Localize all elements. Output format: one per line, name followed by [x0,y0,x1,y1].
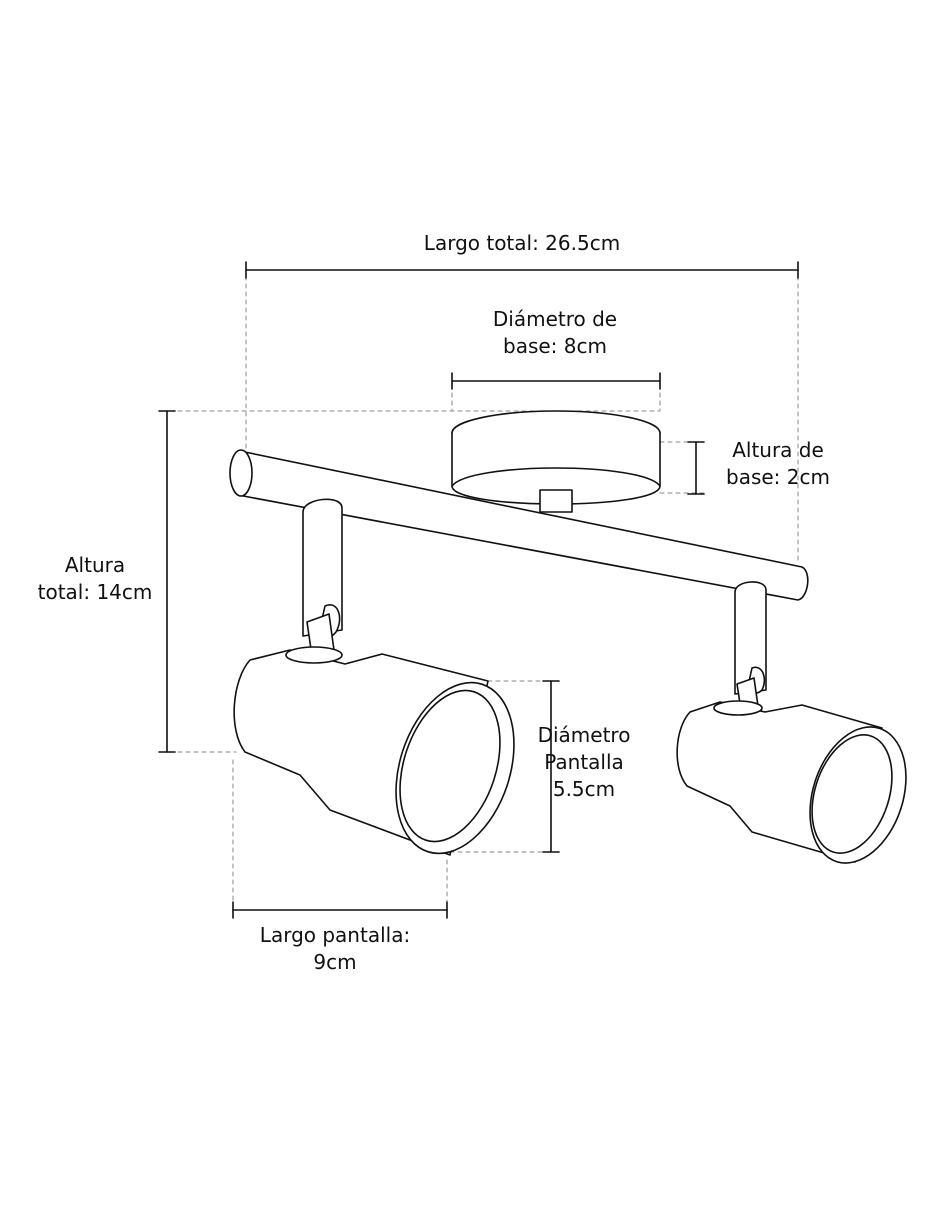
label-altura-total: Altura total: 14cm [10,552,180,606]
label-diametro-base-line-1: Diámetro de [492,307,618,331]
label-diametro-base: Diámetro de base: 8cm [405,306,705,360]
right-spotlight [676,581,907,864]
label-largo-pantalla: Largo pantalla: 9cm [215,922,455,976]
label-largo-pantalla-line-1: Largo pantalla: [259,923,411,947]
label-altura-base: Altura de base: 2cm [698,437,858,491]
label-altura-total-line-1: Altura [64,553,126,577]
ceiling-base [451,410,661,513]
dimension-lines [158,261,799,919]
label-altura-base-line-1: Altura de [732,438,824,462]
left-spotlight [233,498,515,856]
label-largo-total-text: Largo total: 26.5cm [423,231,621,255]
mounting-bar [229,449,809,601]
label-diametro-pantalla-line-2: Pantalla [544,750,624,774]
label-altura-base-line-2: base: 2cm [726,465,830,489]
label-diametro-base-line-2: base: 8cm [503,334,607,358]
label-largo-pantalla-line-2: 9cm [313,950,357,974]
label-diametro-pantalla-line-1: Diámetro [537,723,631,747]
label-diametro-pantalla-line-3: 5.5cm [552,777,616,801]
label-altura-total-line-2: total: 14cm [37,580,153,604]
label-diametro-pantalla: Diámetro Pantalla 5.5cm [514,722,654,803]
label-largo-total: Largo total: 26.5cm [322,230,722,257]
